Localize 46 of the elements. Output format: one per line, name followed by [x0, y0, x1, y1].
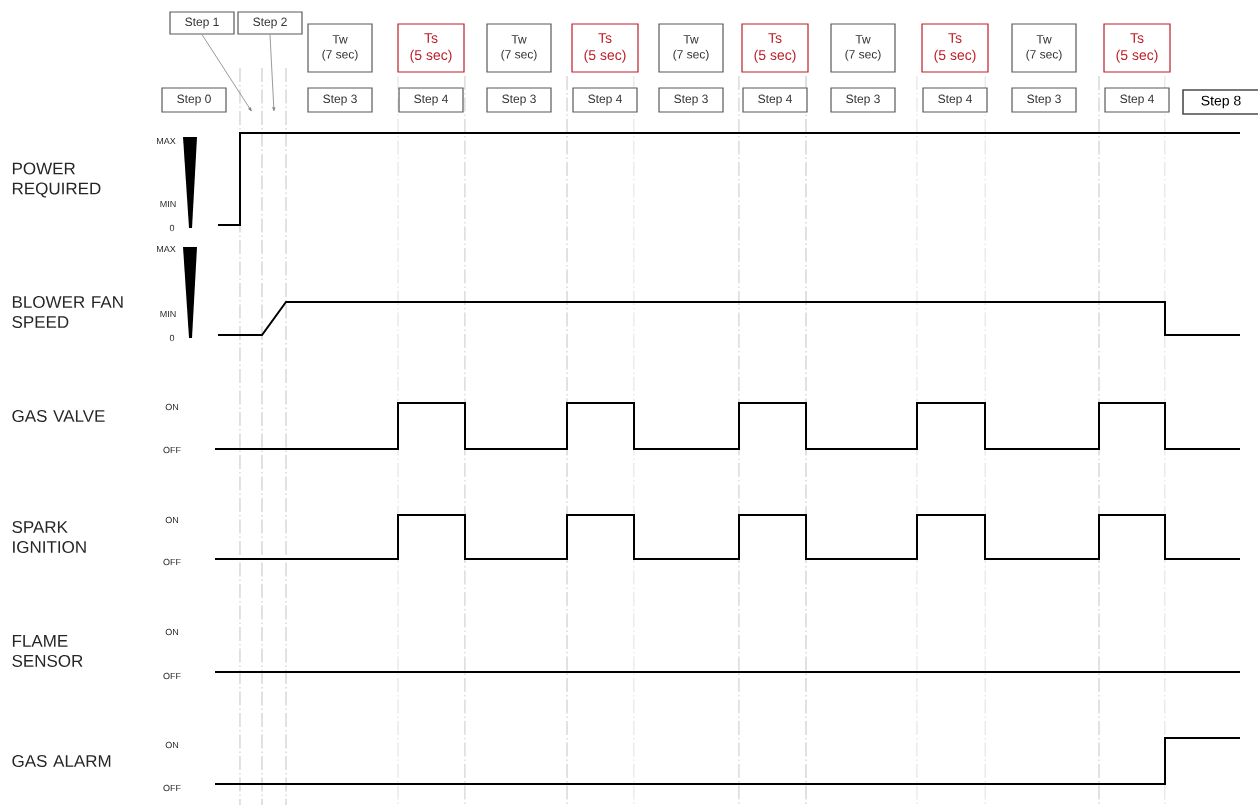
- level-label: OFF: [163, 672, 181, 680]
- timing-box: Tw (7 sec): [1011, 23, 1077, 73]
- signal-name: BLOWER FAN SPEED: [12, 296, 123, 328]
- signal-name: GAS ALARM: [12, 754, 111, 767]
- level-label: ON: [165, 628, 179, 636]
- signal-name: GAS VALVE: [12, 409, 105, 422]
- step-box: Step 4: [742, 87, 808, 113]
- step-box: Step 3: [307, 87, 373, 113]
- level-label: OFF: [163, 446, 181, 454]
- timing-box: Tw (7 sec): [486, 23, 552, 73]
- timing-box: Ts (5 sec): [397, 23, 465, 73]
- timing-box: Ts (5 sec): [741, 23, 809, 73]
- level-label: ON: [165, 516, 179, 524]
- timing-box: Ts (5 sec): [1103, 23, 1171, 73]
- step-box: Step 4: [922, 87, 988, 113]
- level-label: OFF: [163, 784, 181, 792]
- step-box: Step 3: [1011, 87, 1077, 113]
- step-box: Step 4: [572, 87, 638, 113]
- signal-name: SPARK IGNITION: [12, 520, 86, 553]
- level-label: ON: [165, 741, 179, 749]
- signal-name: POWER REQUIRED: [12, 162, 101, 198]
- step-box: Step 8: [1182, 89, 1258, 115]
- timing-box: Tw (7 sec): [830, 23, 896, 73]
- step-box: Step 3: [658, 87, 724, 113]
- step-box: Step 3: [486, 87, 552, 113]
- timing-box: Ts (5 sec): [921, 23, 989, 73]
- timing-box: Tw (7 sec): [658, 23, 724, 73]
- level-label: 0: [169, 334, 175, 342]
- level-label: OFF: [163, 558, 181, 566]
- step-box: Step 2: [237, 11, 303, 35]
- step-box: Step 0: [161, 87, 227, 113]
- step-box: Step 3: [830, 87, 896, 113]
- timing-box: Ts (5 sec): [571, 23, 639, 73]
- step-box: Step 1: [169, 11, 235, 35]
- signal-name: FLAME SENSOR: [12, 635, 83, 667]
- step-box: Step 4: [1104, 87, 1170, 113]
- level-label: MAX: [157, 245, 176, 253]
- level-label: MAX: [157, 137, 176, 145]
- leader-line: [201, 34, 252, 112]
- level-label: MIN: [160, 200, 176, 208]
- leader-line: [269, 34, 276, 112]
- level-label: 0: [169, 224, 175, 232]
- level-label: ON: [165, 403, 179, 411]
- timing-box: Tw (7 sec): [307, 23, 373, 73]
- step-box: Step 4: [398, 87, 464, 113]
- level-label: MIN: [160, 310, 176, 318]
